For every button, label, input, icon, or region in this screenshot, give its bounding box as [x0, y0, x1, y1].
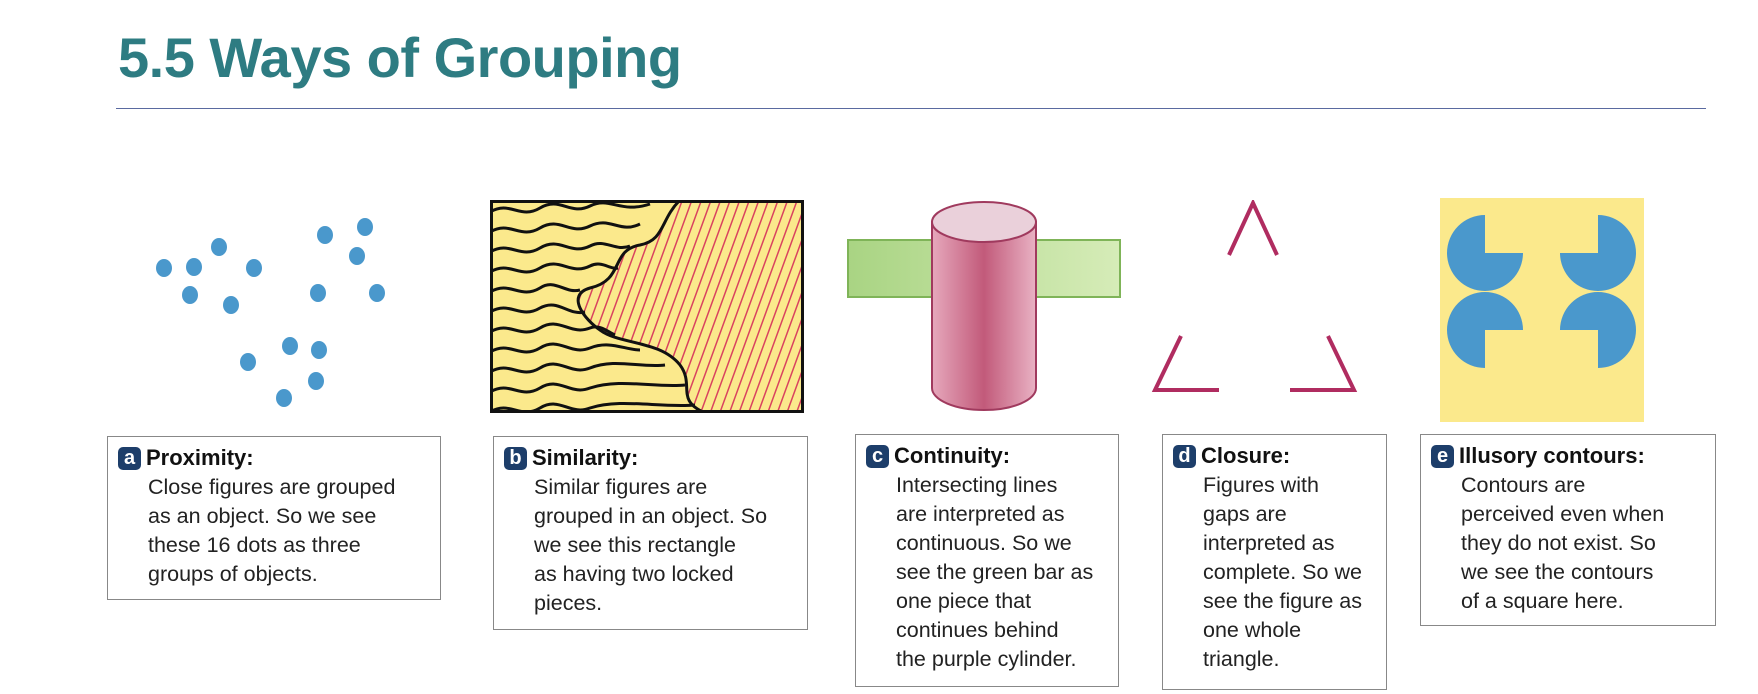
caption-similarity: b Similarity: Similar figures are groupe… [493, 436, 808, 630]
caption-text: Figures with gaps are interpreted as com… [1203, 473, 1362, 671]
page-title: 5.5 Ways of Grouping [118, 26, 682, 89]
caption-title: Closure: [1201, 443, 1291, 468]
caption-proximity: a Proximity: Close figures are grouped a… [107, 436, 441, 600]
proximity-figure [156, 218, 385, 407]
caption-continuity: c Continuity: Intersecting lines are int… [855, 434, 1119, 687]
caption-text: Intersecting lines are interpreted as co… [896, 473, 1094, 671]
caption-closure: d Closure: Figures with gaps are interpr… [1162, 434, 1387, 690]
continuity-figure [847, 201, 1121, 411]
label-badge-a: a [118, 446, 141, 470]
caption-title: Illusory contours: [1459, 443, 1645, 468]
caption-text: Similar figures are grouped in an object… [534, 475, 768, 615]
label-badge-c: c [866, 444, 889, 468]
caption-illusory-contours: e Illusory contours: Contours are percei… [1420, 434, 1716, 626]
similarity-figure [490, 200, 804, 413]
title-divider [116, 108, 1706, 109]
caption-text: Close figures are grouped as an object. … [148, 475, 396, 586]
caption-title: Similarity: [532, 445, 639, 470]
closure-figure [1151, 200, 1358, 392]
label-badge-b: b [504, 446, 527, 470]
caption-title: Continuity: [894, 443, 1011, 468]
label-badge-e: e [1431, 444, 1454, 468]
label-badge-d: d [1173, 444, 1196, 468]
caption-title: Proximity: [146, 445, 254, 470]
illusory-contours-figure [1440, 198, 1644, 422]
caption-text: Contours are perceived even when they do… [1461, 473, 1665, 613]
